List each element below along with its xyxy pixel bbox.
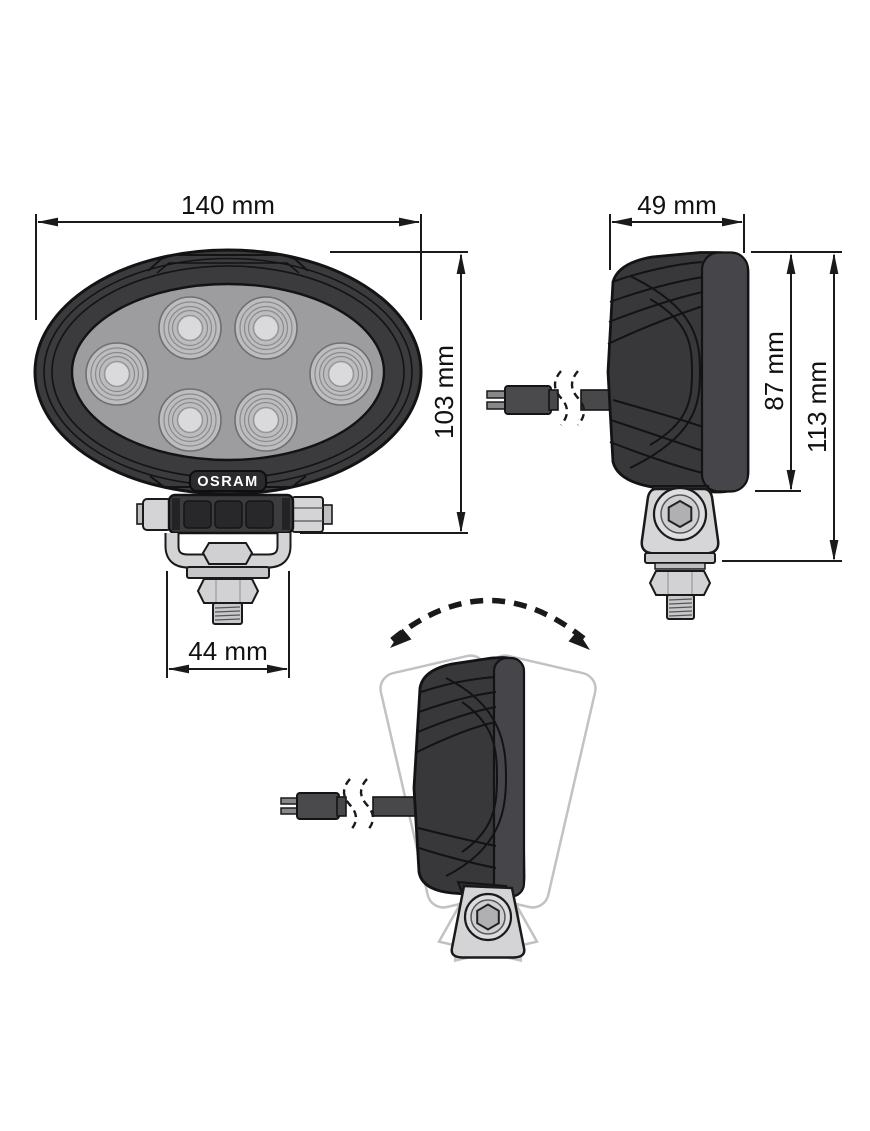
front-mount-assembly — [136, 493, 333, 625]
swivel-arrow-icon — [390, 597, 590, 650]
brand-logo-text: OSRAM — [197, 474, 258, 490]
cable-break-icon — [553, 370, 586, 426]
led-reflector — [85, 342, 149, 406]
side-housing-height-label: 87 mm — [759, 331, 789, 410]
arrowhead-right — [722, 217, 743, 227]
side-cable — [486, 370, 612, 426]
pivot-block-endcap — [172, 498, 180, 530]
led-reflector — [234, 296, 298, 360]
front-width-label: 140 mm — [181, 190, 275, 220]
arrowhead-up — [829, 253, 839, 274]
osram-badge — [189, 470, 267, 492]
mount-bolt-right — [291, 496, 324, 533]
cable-connector — [296, 792, 340, 820]
tilt-bracket — [450, 880, 526, 959]
cable-segment — [548, 389, 559, 411]
bracket-width-dimension: 44 mm — [166, 571, 290, 678]
bracket-base-plate — [644, 552, 716, 564]
mount-pin-left — [142, 498, 172, 531]
hex-socket-icon — [667, 499, 693, 529]
cable-connector — [504, 385, 552, 415]
side-bracket — [640, 485, 720, 620]
front-lens — [70, 282, 386, 462]
tilt-housing — [412, 656, 526, 898]
cable-segment — [372, 796, 419, 817]
arrowhead-up — [786, 253, 796, 274]
arrowhead-left — [168, 664, 189, 674]
front-view: 140 mm — [33, 190, 468, 678]
side-housing-height-dimension: 87 mm — [751, 251, 842, 492]
arrowhead-right — [399, 217, 420, 227]
washer — [654, 562, 706, 570]
side-housing — [606, 251, 750, 494]
side-view: 49 mm — [486, 190, 842, 620]
lens-bezel — [700, 251, 750, 493]
arrowhead-down — [456, 512, 466, 533]
cable-segment — [336, 796, 347, 817]
tilt-view — [280, 597, 597, 963]
led-reflector-array — [85, 296, 373, 452]
front-width-dimension: 140 mm — [35, 190, 422, 320]
arrowhead-up — [456, 253, 466, 274]
mount-nut — [648, 570, 712, 596]
front-height-dimension: 103 mm — [300, 251, 468, 534]
bracket-width-label: 44 mm — [188, 636, 267, 666]
side-depth-dimension: 49 mm — [609, 190, 745, 270]
led-reflector — [158, 388, 222, 452]
cable-segment — [580, 389, 612, 411]
side-depth-label: 49 mm — [637, 190, 716, 220]
lens-bezel — [492, 656, 526, 898]
front-height-label: 103 mm — [429, 345, 459, 439]
mount-nut — [196, 578, 260, 604]
inner-hex-nut — [201, 542, 254, 565]
cable-break-icon — [342, 778, 375, 832]
threaded-stud — [212, 602, 243, 625]
arrowhead-left — [611, 217, 632, 227]
hex-socket-icon — [476, 903, 500, 931]
led-reflector — [234, 388, 298, 452]
side-overall-height-dimension: 113 mm — [722, 253, 842, 562]
arrowhead-down — [829, 540, 839, 561]
arrowhead-down — [786, 470, 796, 491]
front-housing: OSRAM — [33, 248, 423, 496]
led-reflector — [158, 296, 222, 360]
arrowhead-right — [267, 664, 288, 674]
pivot-block-endcap — [282, 498, 290, 530]
side-overall-height-label: 113 mm — [802, 361, 832, 453]
led-reflector — [309, 342, 373, 406]
tilt-cable — [280, 778, 419, 832]
flange-plate — [186, 566, 270, 579]
arrowhead-left — [37, 217, 58, 227]
housing-top-notch — [147, 254, 309, 272]
